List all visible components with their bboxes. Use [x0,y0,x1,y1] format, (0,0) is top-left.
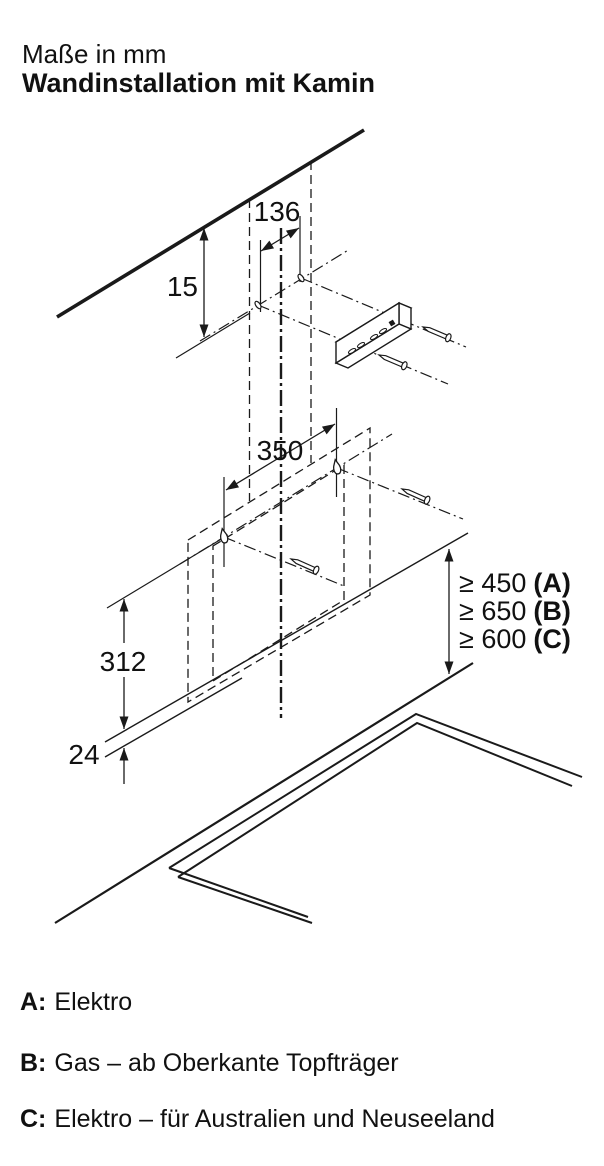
cooktop-surface-line [54,662,474,924]
ceiling-line [56,128,365,319]
dimension-lines [119,227,454,784]
cooktop-outline [168,712,583,924]
dim-label-24: 24 [68,739,99,770]
chimney-mounting-bracket [334,301,413,369]
dim-line-136 [260,227,300,252]
hood-bottom-edge-lower [104,677,243,758]
dim-label-136: 136 [254,196,301,227]
hood-hole-level-line [106,537,224,609]
units-note: Maße in mm [22,39,166,69]
dim-line-350 [225,423,336,491]
clearance-a: ≥ 450(A) [459,568,571,598]
dimension-extension-lines [223,216,338,567]
bracket-drill-holes [254,273,305,310]
screw-icon [376,350,409,372]
clearance-b: ≥ 650(B) [459,596,571,626]
page-title: Wandinstallation mit Kamin [22,68,375,98]
mounting-screws [288,322,453,576]
dim-label-350: 350 [257,435,304,466]
legend: A:Elektro B:Gas – ab Oberkante Topfträge… [20,988,495,1133]
legend-item-b: B:Gas – ab Oberkante Topfträger [20,1049,399,1077]
legend-item-c: C:Elektro – für Australien und Neuseelan… [20,1105,495,1133]
chimney-outline-dashed [248,161,312,501]
clearance-c: ≥ 600(C) [459,624,571,654]
dim-label-312: 312 [100,646,147,677]
hood-bottom-edge-upper [104,532,469,743]
screw-icon [420,322,453,344]
bracket-hole-level-line [175,312,251,359]
dim-label-15: 15 [167,271,198,302]
legend-item-a: A:Elektro [20,988,132,1016]
hood-body-outline-dashed [187,426,371,704]
hood-drill-holes [220,458,342,544]
bracket-slots [347,319,396,355]
clearance-labels: ≥ 450(A) ≥ 650(B) ≥ 600(C) [459,568,571,654]
